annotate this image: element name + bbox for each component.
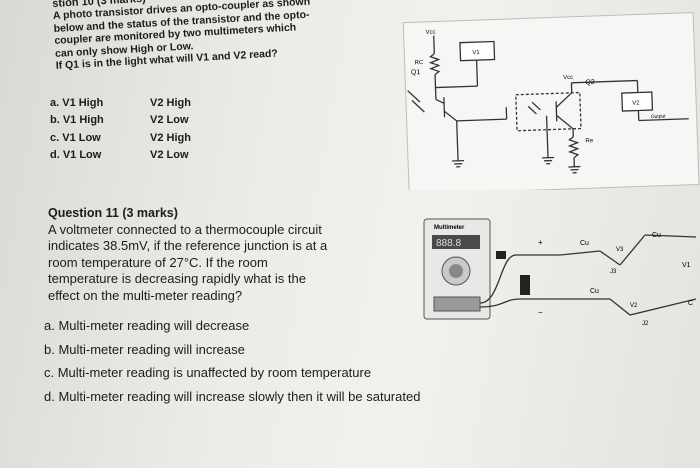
option-a[interactable]: a. V1 High V2 High	[50, 94, 270, 112]
multimeter-terminals	[433, 296, 481, 312]
j3-label: J3	[610, 269, 617, 275]
multimeter-label: Multimeter	[434, 225, 465, 231]
v2-label: V2	[630, 303, 638, 309]
output-label: Output	[651, 114, 667, 121]
option-left: c. V1 Low	[50, 131, 101, 144]
option-b[interactable]: b. Multi-meter reading will increase	[44, 341, 245, 357]
option-c[interactable]: c. Multi-meter reading is unaffected by …	[44, 365, 372, 380]
j2-label: J2	[642, 321, 649, 327]
v1-label: V1	[682, 262, 691, 269]
v1-label: V1	[472, 50, 480, 56]
option-right: V2 High	[150, 131, 191, 144]
question-11-line: temperature is decreasing rapidly what i…	[48, 271, 306, 286]
question-11-line: A voltmeter connected to a thermocouple …	[48, 221, 322, 237]
option-right: V2 Low	[150, 149, 189, 162]
v2-label: V2	[632, 100, 640, 106]
question-11-heading: Question 11 (3 marks)	[48, 206, 178, 220]
question-11-line: room temperature of 27°C. If the room	[48, 254, 268, 270]
cu-label-1: Cu	[580, 240, 589, 247]
vcc-left-label: Vcc	[425, 30, 435, 36]
option-left: a. V1 High	[50, 96, 104, 109]
option-right: V2 Low	[150, 114, 189, 127]
diagram-frame	[402, 12, 700, 190]
vcc-right-label: Vcc	[563, 75, 573, 81]
minus-label: −	[538, 308, 543, 317]
option-c[interactable]: c. V1 Low V2 High	[50, 129, 270, 147]
option-left: d. V1 Low	[50, 149, 102, 162]
q2-label: Q2	[585, 79, 595, 86]
question-10: stion 10 (3 marks) A photo transistor dr…	[52, 0, 386, 72]
option-a[interactable]: a. Multi-meter reading will decrease	[44, 318, 250, 333]
multimeter-dial-knob	[449, 264, 463, 278]
option-d[interactable]: d. V1 Low V2 Low	[50, 147, 270, 165]
option-right: V2 High	[150, 96, 191, 109]
c-label: C	[688, 300, 693, 307]
option-d[interactable]: d. Multi-meter reading will increase slo…	[44, 388, 421, 404]
multimeter-display-value: 888.8	[436, 238, 461, 249]
question-10-options: a. V1 High V2 High b. V1 High V2 Low c. …	[50, 94, 270, 164]
v3-label: V3	[616, 247, 624, 253]
question-11-line: indicates 38.5mV, if the reference junct…	[48, 238, 328, 253]
question-11-line: effect on the multi-meter reading?	[48, 287, 243, 303]
multimeter-display	[432, 235, 480, 249]
re-label: Re	[585, 138, 594, 144]
phototransistor-circuit-diagram: Vcc RC Q1 V1 Vcc Q2 V2 Output Re	[402, 12, 700, 190]
rc-label: RC	[415, 60, 425, 66]
option-b[interactable]: b. V1 High V2 Low	[50, 112, 270, 130]
cu-label-2: Cu	[652, 232, 661, 239]
question-11: Question 11 (3 marks) A voltmeter connec…	[48, 205, 408, 304]
question-11-options: a. Multi-meter reading will decrease b. …	[44, 318, 604, 412]
plus-label: +	[538, 238, 543, 247]
thermocouple-circuit-diagram: Multimeter 888.8 + − Cu Cu Cu V3 J3 V1 V…	[423, 218, 697, 327]
option-left: b. V1 High	[50, 114, 104, 127]
cu-label-3: Cu	[590, 288, 599, 295]
q1-label: Q1	[411, 69, 421, 76]
